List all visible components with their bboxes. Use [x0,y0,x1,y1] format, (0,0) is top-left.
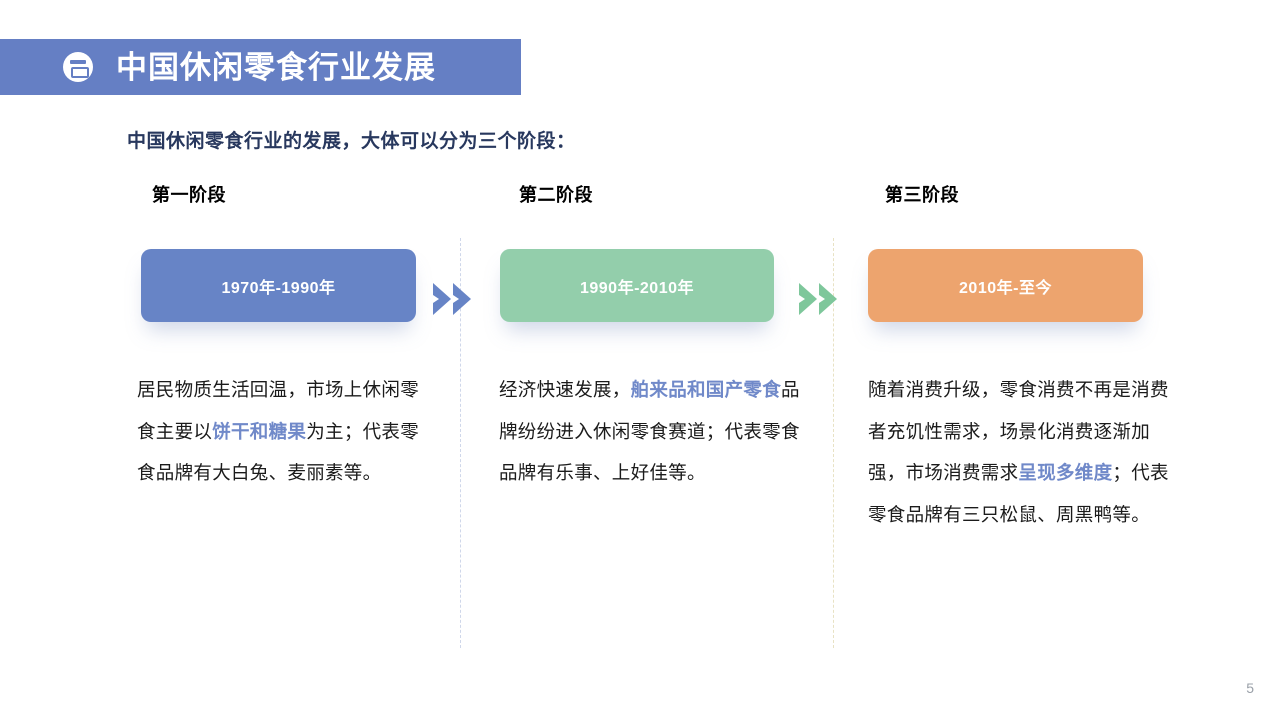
body-phrase: 品牌纷纷进入休闲零食赛道；代表零食品牌有乐事、上好佳等。 [499,379,800,484]
highlighted-phrase: 呈现多维度 [1018,462,1113,484]
column-divider-2 [833,238,834,648]
column-divider-1 [460,238,461,648]
stage-description-3: 随着消费升级，零食消费不再是消费者充饥性需求，场景化消费逐渐加强，市场消费需求呈… [868,369,1180,536]
highlighted-phrase: 舶来品和国产零食 [630,379,782,400]
stage-label-2: 第二阶段 [519,185,593,205]
body-phrase: 经济快速发展， [499,379,631,400]
body-phrase: 居民物质生活回温，市场上休闲零食主要以 [137,379,420,442]
stage-period-box-1[interactable]: 1970年-1990年 [141,249,416,322]
chevron-arrow-2-icon [797,279,845,319]
stage-column-2: 第二阶段 1990年-2010年 经济快速发展，舶来品和国产零食品牌纷纷进入休闲… [494,186,804,494]
body-phrase: ；代表零食品牌有三只松鼠、周黑鸭等。 [868,462,1169,525]
stage-label-1: 第一阶段 [152,185,226,205]
stage-column-3: 第三阶段 2010年-至今 随着消费升级，零食消费不再是消费者充饥性需求，场景化… [860,186,1180,536]
header-banner: 中国休闲零食行业发展 [0,39,521,95]
stage-description-2: 经济快速发展，舶来品和国产零食品牌纷纷进入休闲零食赛道；代表零食品牌有乐事、上好… [499,369,804,494]
stage-column-1: 第一阶段 1970年-1990年 居民物质生活回温，市场上休闲零食主要以饼干和糖… [127,186,437,494]
page-number: 5 [1246,680,1254,696]
badge-circle-icon [63,52,93,82]
page-title: 中国休闲零食行业发展 [116,49,436,85]
stage-description-1: 居民物质生活回温，市场上休闲零食主要以饼干和糖果为主；代表零食品牌有大白兔、麦丽… [137,369,437,494]
body-phrase: 为主；代表零食品牌有大白兔、麦丽素等。 [137,420,420,484]
stage-period-box-3[interactable]: 2010年-至今 [868,249,1143,322]
subtitle-text: 中国休闲零食行业的发展，大体可以分为三个阶段： [127,131,576,152]
highlighted-phrase: 饼干和糖果 [212,420,307,442]
stage-period-box-2[interactable]: 1990年-2010年 [500,249,774,322]
body-phrase: 随着消费升级，零食消费不再是消费者充饥性需求，场景化消费逐渐加强，市场消费需求 [868,379,1169,484]
chevron-arrow-1-icon [431,279,479,319]
stage-label-3: 第三阶段 [885,185,959,205]
